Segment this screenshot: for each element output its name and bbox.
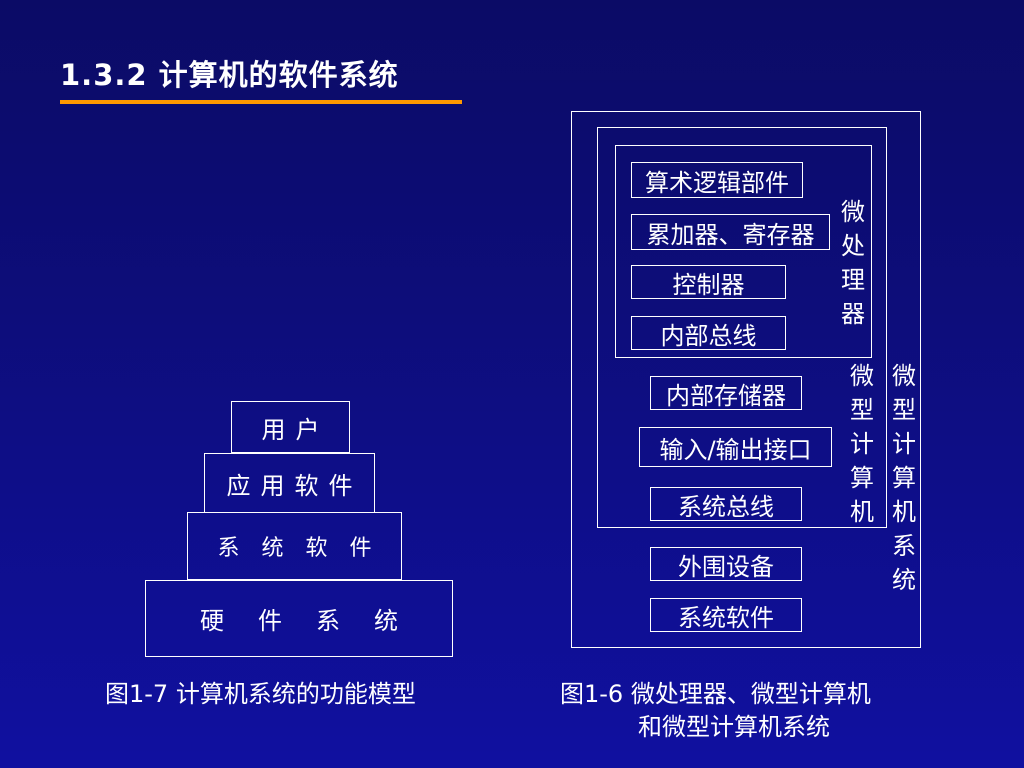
- microcomputer-system-frame: [571, 111, 921, 648]
- component-accumulator-registers: 累加器、寄存器: [631, 214, 830, 250]
- figure-caption-1-6-line1: 图1-6 微处理器、微型计算机: [560, 680, 871, 708]
- microcomputer-label: 微型计算机: [850, 362, 874, 526]
- microprocessor-label: 微处理器: [841, 198, 865, 328]
- figure-caption-1-6-line2: 和微型计算机系统: [638, 713, 830, 741]
- page-title: 1.3.2 计算机的软件系统: [60, 58, 399, 92]
- figure-caption-1-7: 图1-7 计算机系统的功能模型: [105, 680, 416, 708]
- component-alu: 算术逻辑部件: [631, 162, 803, 198]
- microprocessor-frame: [615, 145, 872, 358]
- pyramid-level-user: 用户: [231, 401, 350, 453]
- component-io-interface: 输入/输出接口: [639, 427, 832, 467]
- pyramid-level-label: 应用软件: [226, 471, 363, 500]
- component-system-bus: 系统总线: [650, 487, 802, 521]
- component-system-software: 系统软件: [650, 598, 802, 632]
- component-internal-bus: 内部总线: [631, 316, 786, 350]
- component-peripherals: 外围设备: [650, 547, 802, 581]
- component-controller: 控制器: [631, 265, 786, 299]
- component-internal-memory: 内部存储器: [650, 376, 802, 410]
- pyramid-level-label: 用户: [261, 415, 330, 444]
- microcomputer-frame: [597, 127, 887, 528]
- pyramid-level-label: 硬件系统: [200, 607, 432, 635]
- pyramid-level-application-software: 应用软件: [204, 453, 375, 513]
- microcomputer-system-label: 微型计算机系统: [892, 362, 916, 594]
- pyramid-level-system-software: 系统软件: [187, 512, 402, 580]
- title-underline: [60, 100, 462, 104]
- pyramid-level-label: 系统软件: [217, 536, 394, 561]
- pyramid-level-hardware-system: 硬件系统: [145, 580, 453, 657]
